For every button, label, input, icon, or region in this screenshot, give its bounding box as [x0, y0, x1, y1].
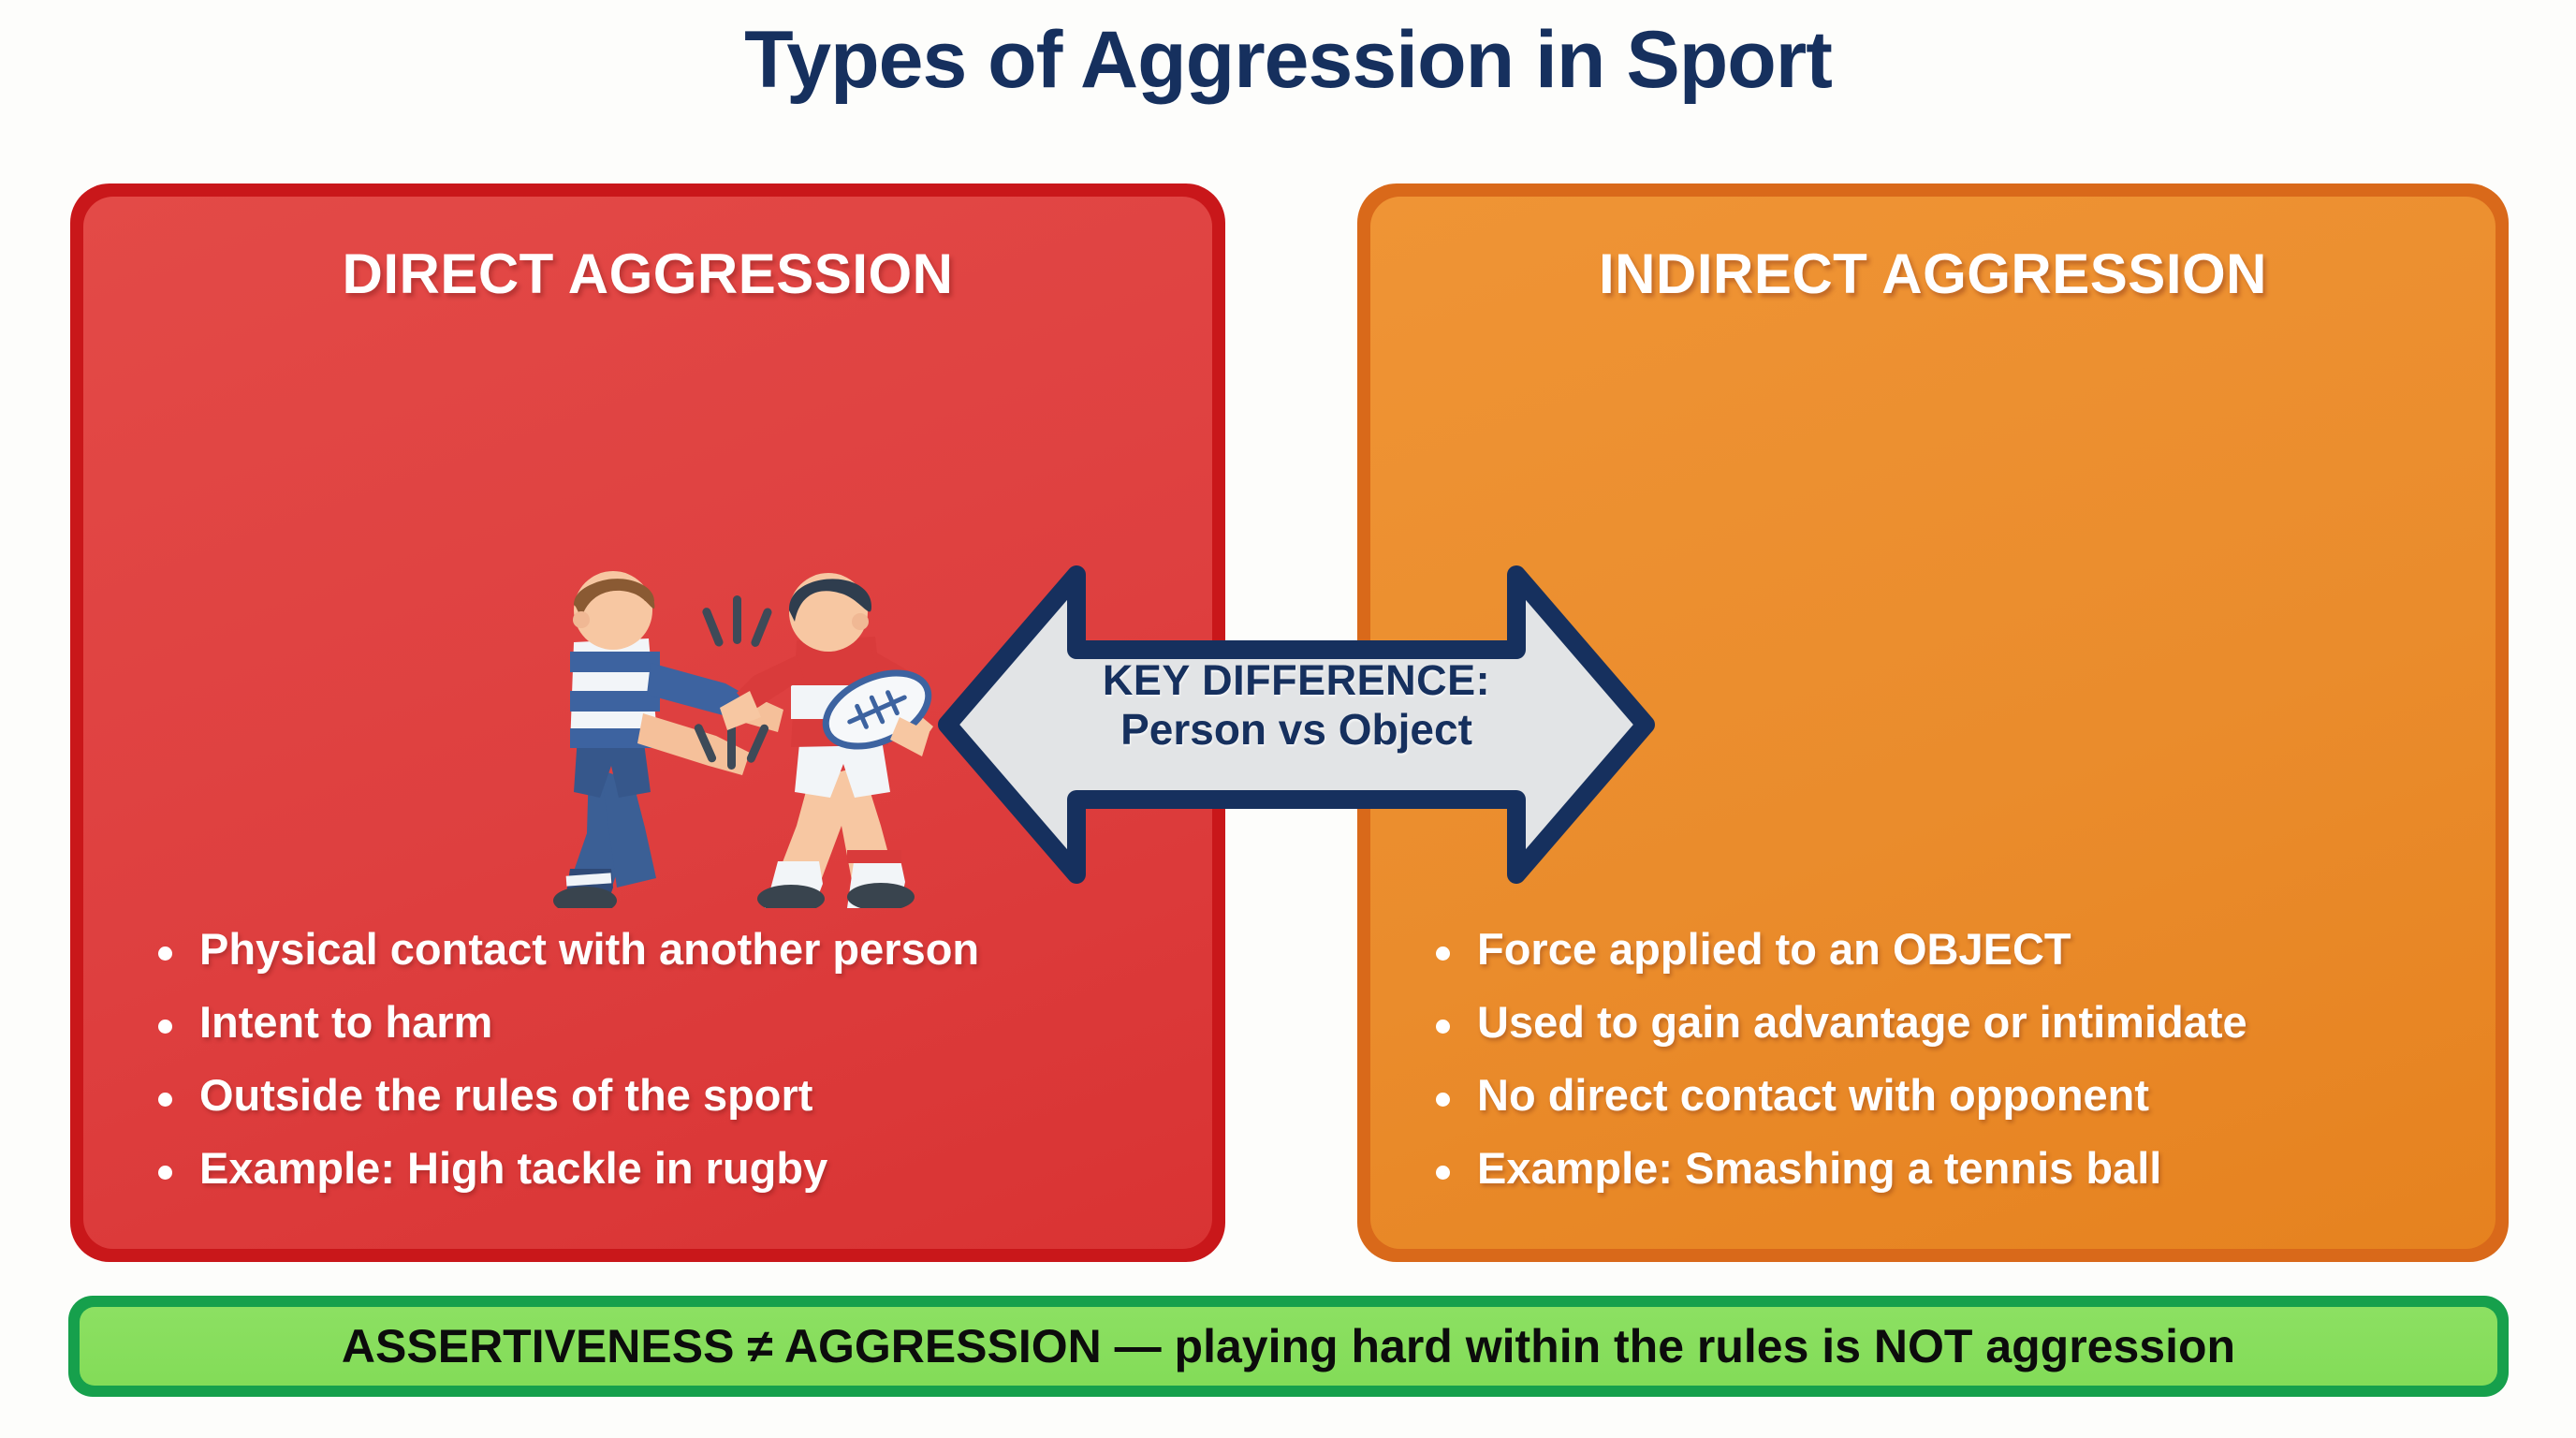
card-direct-heading: DIRECT AGGRESSION	[342, 242, 954, 305]
list-item: No direct contact with opponent	[1428, 1073, 2458, 1117]
double-headed-arrow-icon	[938, 565, 1655, 884]
list-item: Used to gain advantage or intimidate	[1428, 1000, 2458, 1044]
list-item: Force applied to an OBJECT	[1428, 927, 2458, 971]
rugby-players-clashing-icon	[553, 571, 933, 908]
footer-banner: ASSERTIVENESS ≠ AGGRESSION — playing har…	[68, 1296, 2509, 1397]
indirect-bullet-list: Force applied to an OBJECT Used to gain …	[1428, 927, 2458, 1219]
page-title: Types of Aggression in Sport	[744, 15, 1833, 105]
footer-banner-inner: ASSERTIVENESS ≠ AGGRESSION — playing har…	[80, 1307, 2497, 1386]
footer-banner-text: ASSERTIVENESS ≠ AGGRESSION — playing har…	[341, 1320, 2236, 1372]
list-item: Example: High tackle in rugby	[151, 1146, 1175, 1190]
list-item: Intent to harm	[151, 1000, 1175, 1044]
list-item: Example: Smashing a tennis ball	[1428, 1146, 2458, 1190]
key-difference-arrow: KEY DIFFERENCE: Person vs Object	[936, 558, 1657, 891]
list-item: Outside the rules of the sport	[151, 1073, 1175, 1117]
card-indirect-heading: INDIRECT AGGRESSION	[1598, 242, 2267, 305]
card-indirect-aggression: INDIRECT AGGRESSION	[1357, 183, 2509, 1262]
direct-bullet-list: Physical contact with another person Int…	[151, 927, 1175, 1219]
list-item: Physical contact with another person	[151, 927, 1175, 971]
